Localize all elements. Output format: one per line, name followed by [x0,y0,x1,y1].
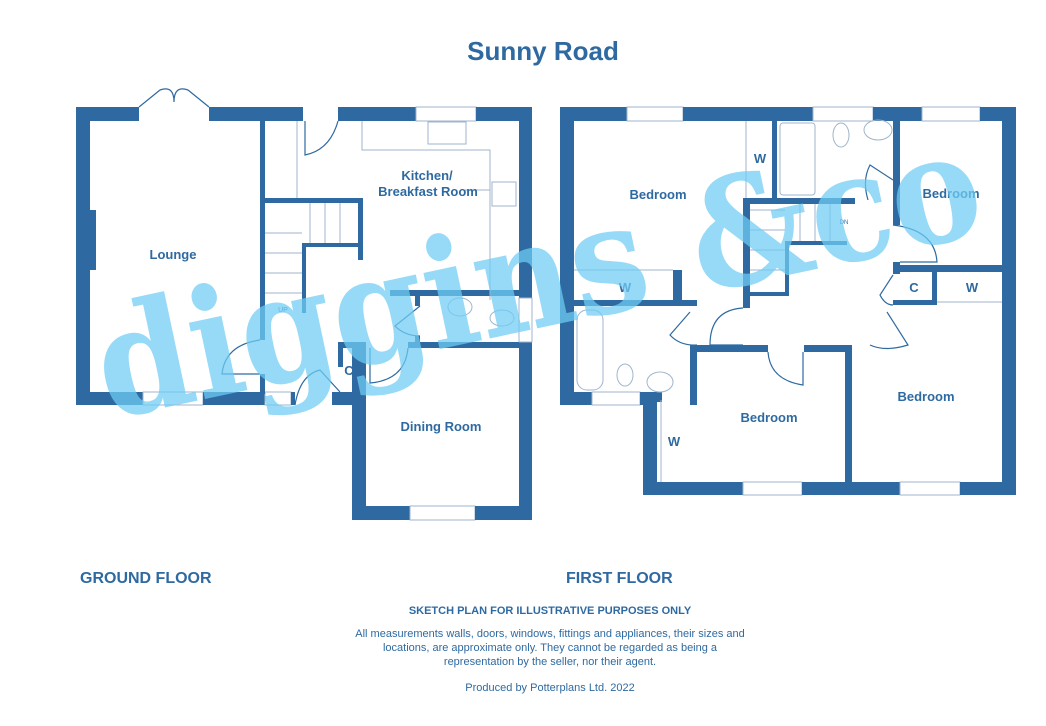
credit-text: Produced by Potterplans Ltd. 2022 [465,682,635,694]
stairs-down-label: DN [840,220,849,226]
room-label-bedroom-top-right: Bedroom [922,186,979,201]
room-label-kitchen: Kitchen/ [401,168,453,183]
watermark-logo: diggins &co [79,95,996,454]
first-floor-label: FIRST FLOOR [566,570,673,587]
first-floor-plan: Bedroom Bedroom Bedroom Bedroom W W W W … [560,106,1016,496]
wardrobe-label: W [754,151,767,166]
room-label-bedroom-bottom-right: Bedroom [897,389,954,404]
room-label-kitchen-2: Breakfast Room [378,184,478,199]
ground-floor-plan: Lounge Kitchen/ Breakfast Room Dining Ro… [76,88,533,521]
room-label-bedroom-bottom-middle: Bedroom [740,410,797,425]
cupboard-label: C [909,280,919,295]
wardrobe-label: W [619,280,632,295]
room-label-lounge: Lounge [150,247,197,262]
disclaimer-heading: SKETCH PLAN FOR ILLUSTRATIVE PURPOSES ON… [408,605,692,617]
page-title: Sunny Road [467,36,619,66]
room-label-dining: Dining Room [401,419,482,434]
stairs-up-label: UP [278,307,288,314]
room-label-bedroom-top-left: Bedroom [629,187,686,202]
wardrobe-label: W [966,280,979,295]
ground-floor-label: GROUND FLOOR [80,570,212,587]
disclaimer-body: All measurements walls, doors, windows, … [355,628,745,668]
wardrobe-label: W [668,434,681,449]
room-label-cupboard: C [344,363,354,378]
